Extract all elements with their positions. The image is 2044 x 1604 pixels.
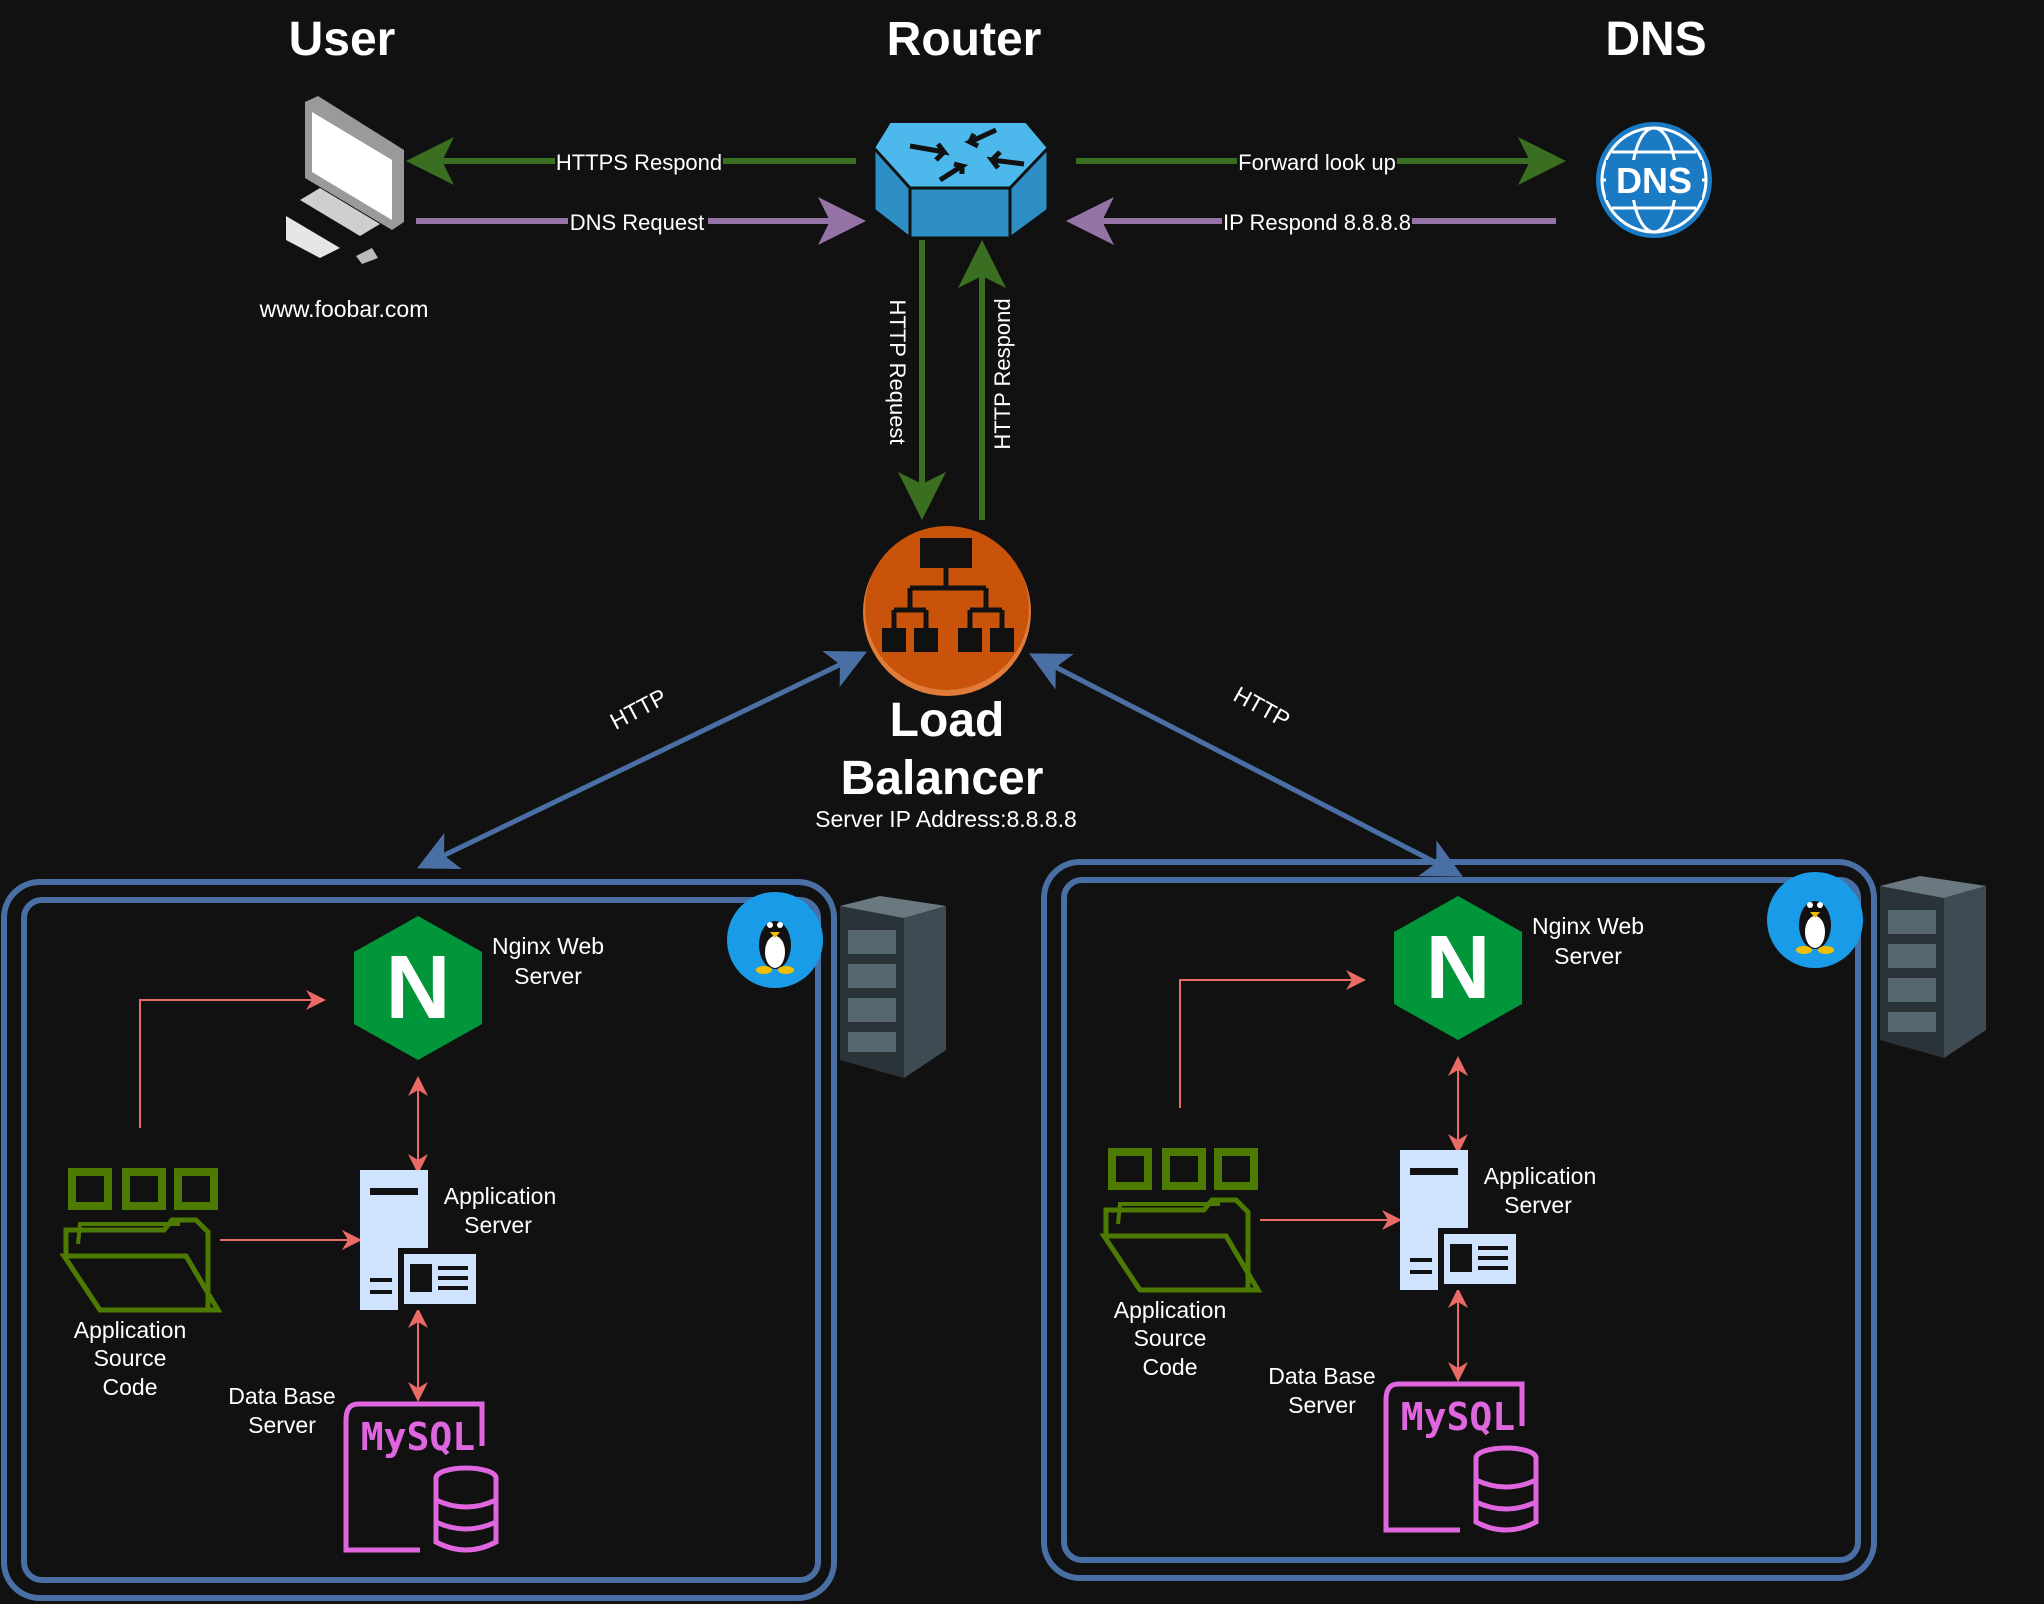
heading-router: Router (887, 13, 1042, 66)
nginx-icon: N (1394, 896, 1522, 1040)
db-label-line1: Data Base (228, 1383, 335, 1409)
load-balancer-title-line1: Load (890, 694, 1005, 747)
app-server-label-line1: Application (1484, 1163, 1597, 1189)
http-respond-label-bg (988, 296, 1016, 450)
db-label-line2: Server (248, 1412, 316, 1438)
nginx-label-line2: Server (1554, 943, 1622, 969)
nginx-letter: N (1426, 918, 1491, 1018)
http-request-label: HTTP Request (885, 299, 910, 444)
http-request-label-bg (884, 296, 912, 446)
http-left-arrow (416, 650, 868, 870)
source-to-nginx-arrow (1179, 970, 1366, 1108)
source-label-line2: Source (1134, 1325, 1207, 1351)
source-label-line1: Application (74, 1317, 187, 1343)
mysql-text: MySQL (361, 1415, 475, 1459)
forward-lookup-label: Forward look up (1238, 150, 1396, 175)
source-label-line3: Code (1143, 1354, 1198, 1380)
server-rack-icon (1880, 876, 1986, 1058)
source-label-line1: Application (1114, 1297, 1227, 1323)
load-balancer-title-line2: Balancer (841, 752, 1044, 805)
http-right-arrow (1029, 653, 1463, 877)
nginx-letter: N (386, 938, 451, 1038)
server-rack-icon (840, 896, 946, 1078)
source-code-icon (1099, 1148, 1263, 1293)
ip-respond-label-bg (1222, 208, 1412, 236)
mysql-icon: MySQL (343, 1401, 499, 1553)
server-outer-frame (1, 879, 837, 1601)
source-label-line2: Source (94, 1345, 167, 1371)
app-server-label-line2: Server (1504, 1192, 1572, 1218)
server-inner-frame (21, 897, 821, 1583)
application-server-icon (360, 1170, 482, 1310)
nginx-label-line1: Nginx Web (492, 933, 604, 959)
mysql-icon: MySQL (1383, 1381, 1539, 1533)
http-respond-label: HTTP Respond (990, 298, 1015, 449)
server-box-2: N Nginx Web Server Application Source Co… (1041, 859, 1986, 1581)
forward-lookup-label-bg (1237, 148, 1397, 176)
server-outer-frame (1041, 859, 1877, 1581)
linux-icon (1767, 872, 1863, 968)
load-balancer-icon (863, 526, 1031, 696)
source-to-nginx-arrow (139, 990, 326, 1128)
nginx-label-line2: Server (514, 963, 582, 989)
source-label-line3: Code (103, 1374, 158, 1400)
server-box-1: N Nginx Web Server Application Source Co… (1, 879, 946, 1601)
heading-dns: DNS (1605, 13, 1706, 66)
router-icon (872, 121, 1050, 240)
server-inner-frame (1061, 877, 1861, 1563)
heading-user: User (289, 13, 396, 66)
dns-icon: DNS (1596, 122, 1712, 238)
db-label-line1: Data Base (1268, 1363, 1375, 1389)
mysql-text: MySQL (1401, 1395, 1515, 1439)
computer-icon (286, 96, 404, 264)
dns-icon-text: DNS (1616, 160, 1692, 201)
ip-respond-label: IP Respond 8.8.8.8 (1223, 210, 1411, 235)
app-server-label-line2: Server (464, 1212, 532, 1238)
nginx-label-line1: Nginx Web (1532, 913, 1644, 939)
http-left-label: HTTP (606, 683, 671, 734)
https-respond-label: HTTPS Respond (556, 150, 722, 175)
app-server-label-line1: Application (444, 1183, 557, 1209)
dns-request-label-bg (568, 208, 708, 236)
nginx-icon: N (354, 916, 482, 1060)
http-right-label: HTTP (1229, 681, 1294, 733)
application-server-icon (1400, 1150, 1522, 1290)
dns-request-label: DNS Request (570, 210, 705, 235)
load-balancer-ip: Server IP Address:8.8.8.8 (815, 806, 1077, 832)
user-domain-label: www.foobar.com (259, 296, 429, 322)
source-code-icon (59, 1168, 223, 1313)
linux-icon (727, 892, 823, 988)
db-label-line2: Server (1288, 1392, 1356, 1418)
https-respond-label-bg (555, 148, 723, 176)
